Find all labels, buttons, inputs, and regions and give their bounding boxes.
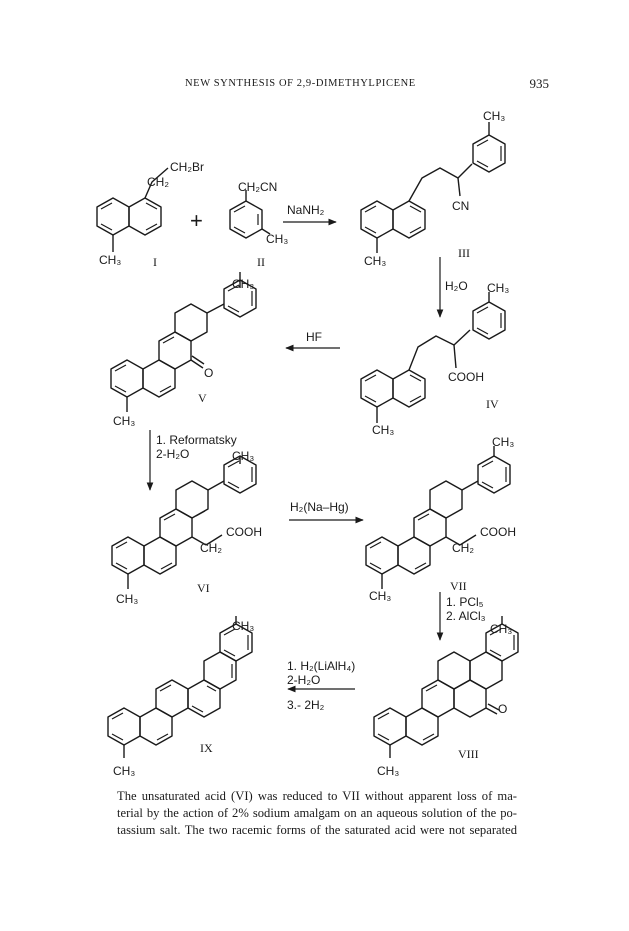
group-label-ch3: CH₃ [377, 764, 399, 778]
compound-VII-structure [365, 446, 511, 589]
reagent-step4-line1: 1. Reformatsky [156, 433, 237, 447]
compound-label-III: III [458, 246, 470, 260]
group-label-ch3: CH₃ [232, 277, 254, 291]
compound-IX-structure [107, 616, 253, 758]
page-number: 935 [529, 76, 550, 91]
reagent-step7-line1: 1. H₂(LiAlH₄) [287, 659, 355, 673]
group-label-ch3: CH₃ [266, 232, 288, 246]
compound-VIII-structure [373, 616, 519, 758]
compound-label-IV: IV [486, 397, 499, 411]
group-label-ch3: CH₃ [116, 592, 138, 606]
group-label-ch3: CH₃ [369, 589, 391, 603]
group-label-oxo: O [498, 702, 507, 716]
compound-label-II: II [257, 255, 265, 269]
reagent-step7-line2: 2-H₂O [287, 673, 320, 687]
reagent-step6-line1: 1. PCl₅ [446, 595, 484, 609]
compound-label-V: V [198, 391, 207, 405]
group-label-oxo: O [204, 366, 213, 380]
group-label-cn: CN [452, 199, 469, 213]
reagent-step7-line3: 3.- 2H₂ [287, 698, 325, 712]
compound-VI-structure [111, 455, 257, 589]
compound-II-structure [229, 190, 271, 239]
reagent-step2: H₂O [445, 279, 468, 293]
body-paragraph: The unsaturated acid (VI) was reduced to… [117, 788, 517, 839]
compound-IV-structure [360, 292, 506, 423]
page-header: NEW SYNTHESIS OF 2,9-DIMETHYLPICENE 935 [0, 76, 629, 98]
group-label-ch2: CH₂ [452, 541, 474, 555]
group-label-ch2: CH₂ [147, 175, 169, 189]
group-label-cooh: COOH [480, 525, 516, 539]
group-label-ch2: CH₂ [200, 541, 222, 555]
compound-I-structure [96, 167, 169, 252]
body-line: tassium salt. The two racemic forms of t… [117, 823, 517, 837]
plus-sign: + [190, 208, 203, 233]
compound-V-structure [110, 272, 257, 412]
group-label-ch3: CH₃ [492, 435, 514, 449]
group-label-ch2cn: CH₂CN [238, 180, 277, 194]
group-label-ch3: CH₃ [113, 414, 135, 428]
group-label-ch3: CH₃ [113, 764, 135, 778]
group-label-ch3: CH₃ [232, 619, 254, 633]
compound-label-VIII: VIII [458, 747, 479, 761]
reagent-step4-line2: 2-H₂O [156, 447, 189, 461]
group-label-cooh: COOH [448, 370, 484, 384]
group-label-ch3: CH₃ [487, 281, 509, 295]
compound-label-VII: VII [450, 579, 467, 593]
reagent-step6-line2: 2. AlCl₃ [446, 609, 486, 623]
group-label-ch2br: CH₂Br [170, 160, 204, 174]
reagent-step5: H₂(Na–Hg) [290, 500, 349, 514]
compound-label-VI: VI [197, 581, 210, 595]
group-label-ch3: CH₃ [483, 109, 505, 123]
body-line: terial by the action of 2% sodium amalga… [117, 806, 517, 820]
reagent-step3: HF [306, 330, 322, 344]
group-label-ch3: CH₃ [364, 254, 386, 268]
group-label-cooh: COOH [226, 525, 262, 539]
body-line: The unsaturated acid (VI) was reduced to… [117, 789, 517, 803]
group-label-ch3: CH₃ [372, 423, 394, 437]
compound-label-IX: IX [200, 741, 213, 755]
group-label-ch3: CH₃ [99, 253, 121, 267]
reagent-step1: NaNH₂ [287, 203, 325, 217]
compound-label-I: I [153, 255, 157, 269]
running-title: NEW SYNTHESIS OF 2,9-DIMETHYLPICENE [185, 78, 416, 89]
group-label-ch3: CH₃ [232, 449, 254, 463]
compound-III-structure [360, 122, 506, 253]
